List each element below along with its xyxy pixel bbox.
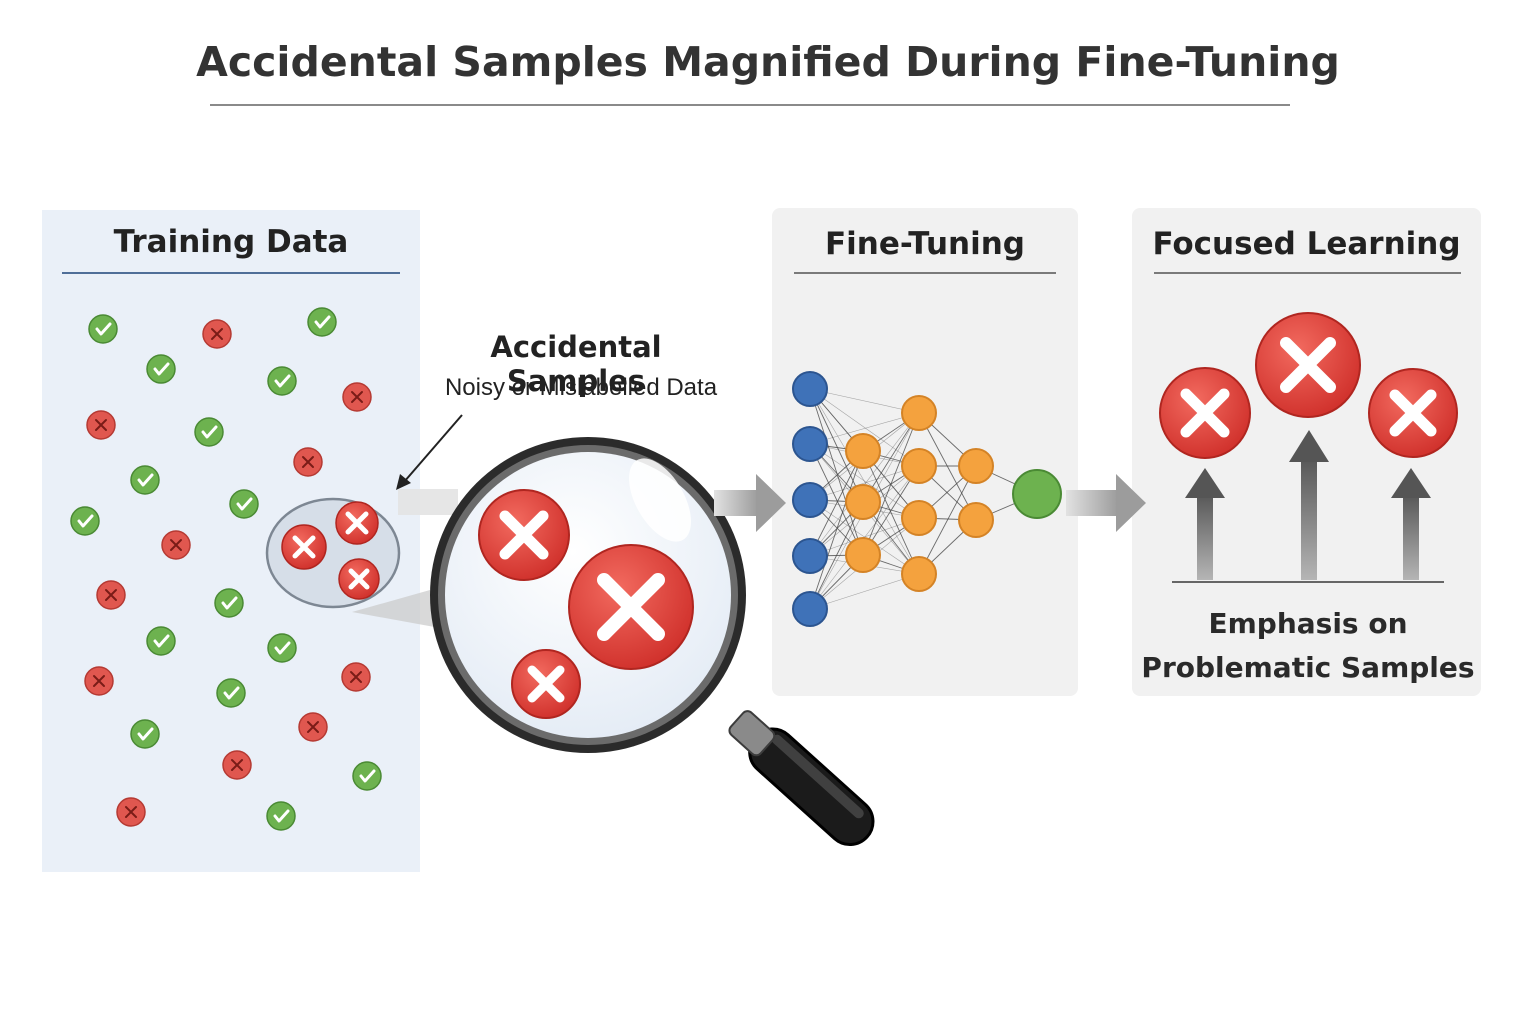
input-node [792, 371, 828, 407]
connection [809, 388, 864, 556]
check-icon [146, 354, 176, 384]
fine-tuning-title: Fine-Tuning [825, 226, 1025, 262]
hidden-node [845, 484, 881, 520]
connection [809, 517, 920, 557]
check-icon [352, 761, 382, 791]
hidden-node [901, 500, 937, 536]
hidden-node [901, 556, 937, 592]
hidden-node [845, 433, 881, 469]
connection [809, 443, 920, 519]
x-icon [568, 544, 694, 670]
check-icon [214, 588, 244, 618]
x-icon [116, 797, 146, 827]
focused-samples [1159, 312, 1458, 583]
x-icon [511, 649, 581, 719]
focused-learning-underline [1154, 272, 1461, 274]
check-icon [307, 307, 337, 337]
connection [809, 443, 864, 556]
x-icon [1255, 312, 1361, 418]
x-icon [478, 489, 570, 581]
x-icon [161, 530, 191, 560]
x-icon [335, 501, 379, 545]
neural-network-diagram [792, 371, 1062, 627]
x-icon [86, 410, 116, 440]
input-node [792, 426, 828, 462]
check-icon [88, 314, 118, 344]
connection [809, 450, 864, 610]
emphasis-line-1: Emphasis on [1208, 607, 1408, 640]
x-icon [1159, 367, 1251, 459]
diagram-title: Accidental Samples Magnified During Fine… [196, 38, 1340, 86]
input-node [792, 538, 828, 574]
up-arrow-icon [1391, 468, 1431, 580]
up-arrow-icon [1185, 468, 1225, 580]
connection [809, 501, 864, 610]
callout-pointer-arrow [396, 414, 463, 490]
emphasis-line-2: Problematic Samples [1141, 651, 1475, 684]
connection [862, 450, 920, 575]
check-icon [146, 626, 176, 656]
connection [862, 412, 920, 556]
connection [918, 412, 977, 521]
check-icon [194, 417, 224, 447]
x-icon [342, 382, 372, 412]
x-icon [222, 750, 252, 780]
hidden-node [958, 502, 994, 538]
callout-title: Accidental Samples [490, 330, 662, 398]
connection [809, 388, 920, 414]
x-icon [281, 524, 327, 570]
flow-arrow-1 [398, 489, 458, 515]
hidden-node [845, 537, 881, 573]
up-arrow-icon [1289, 430, 1329, 580]
connection [809, 465, 920, 501]
flow-arrow-3 [1066, 474, 1146, 532]
input-node [792, 482, 828, 518]
connection [809, 388, 920, 467]
training-data-title: Training Data [113, 224, 349, 260]
connection [809, 573, 920, 610]
hidden-node [958, 448, 994, 484]
focused-learning-title: Focused Learning [1152, 226, 1461, 262]
training-data-underline [62, 272, 400, 274]
check-icon [130, 465, 160, 495]
x-icon [298, 712, 328, 742]
hidden-node [901, 448, 937, 484]
input-node [792, 591, 828, 627]
output-node [1012, 469, 1062, 519]
connection [809, 388, 864, 503]
check-icon [70, 506, 100, 536]
x-icon [96, 580, 126, 610]
x-icon [293, 447, 323, 477]
magnified-samples [478, 489, 694, 719]
x-icon [202, 319, 232, 349]
check-icon [216, 678, 246, 708]
connection [809, 499, 920, 575]
connection [809, 388, 920, 575]
connection [918, 465, 977, 575]
x-icon [338, 558, 380, 600]
x-icon [341, 662, 371, 692]
accidental-sample-cluster [265, 497, 440, 628]
x-icon [84, 666, 114, 696]
training-samples [70, 307, 382, 831]
check-icon [229, 489, 259, 519]
emphasis-label: Emphasis on Problematic Samples [1132, 602, 1484, 690]
connection [809, 412, 920, 445]
check-icon [267, 633, 297, 663]
hidden-node [901, 395, 937, 431]
x-icon [1368, 368, 1458, 458]
flow-arrow-2 [714, 474, 786, 532]
title-underline [210, 104, 1290, 106]
fine-tuning-underline [794, 272, 1056, 274]
check-icon [267, 366, 297, 396]
check-icon [266, 801, 296, 831]
callout-subtitle: Noisy or Mislabelled Data [444, 374, 718, 401]
check-icon [130, 719, 160, 749]
connection [809, 450, 864, 557]
